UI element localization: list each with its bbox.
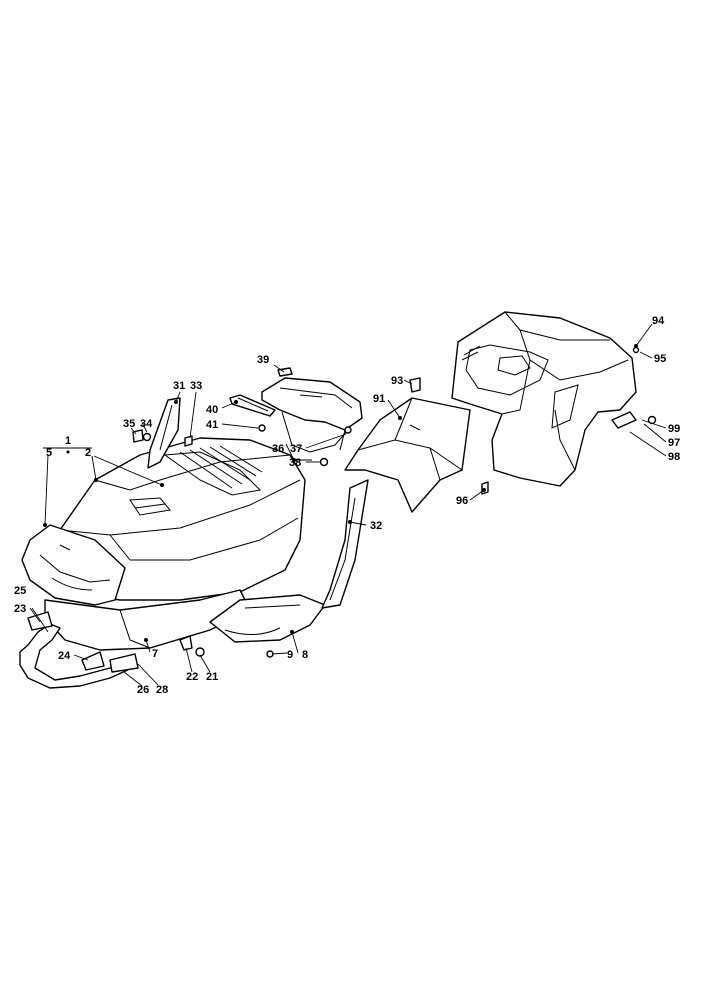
label-part-5: 5 — [46, 447, 52, 459]
part-38 — [319, 457, 329, 467]
part-34 — [142, 432, 152, 442]
small-hardware — [132, 346, 657, 658]
part-95 — [632, 346, 640, 354]
label-part-34: 34 — [140, 418, 153, 430]
label-part-99: 99 — [668, 423, 680, 435]
label-part-28: 28 — [156, 684, 168, 696]
label-part-7: 7 — [152, 648, 158, 660]
part-96 — [481, 481, 489, 495]
dashboard — [261, 377, 363, 451]
part-21 — [195, 647, 205, 657]
footrest — [209, 594, 326, 643]
lower-front-body — [44, 589, 251, 651]
label-part-22: 22 — [186, 671, 198, 683]
label-part-31: 31 — [173, 380, 185, 392]
label-part-35: 35 — [123, 418, 135, 430]
label-part-36: 36 — [272, 443, 284, 455]
label-part-24: 24 — [58, 650, 71, 662]
label-part-1: 1 — [65, 435, 71, 447]
label-part-40: 40 — [206, 404, 218, 416]
dash-support — [281, 411, 349, 453]
label-part-33: 33 — [190, 380, 202, 392]
label-part-32: 32 — [370, 520, 382, 532]
label-part-37: 37 — [290, 443, 302, 455]
label-part-98: 98 — [668, 451, 680, 463]
part-22 — [179, 635, 193, 651]
label-part-39: 39 — [257, 354, 269, 366]
label-part-41: 41 — [206, 419, 218, 431]
rear-fender — [451, 311, 637, 487]
part-37 — [344, 426, 352, 434]
part-41 — [258, 424, 266, 432]
reference-dots — [43, 344, 638, 642]
label-part-2: 2 — [85, 447, 91, 459]
rear-panel — [344, 397, 471, 513]
side-strip — [321, 479, 369, 609]
label-part-94: 94 — [652, 315, 665, 327]
label-part-8: 8 — [302, 649, 308, 661]
front-grille — [21, 524, 126, 606]
part-93 — [409, 377, 421, 393]
label-part-25: 25 — [14, 585, 26, 597]
label-part-23: 23 — [14, 603, 26, 615]
label-part-9: 9 — [287, 649, 293, 661]
front-bumper — [19, 611, 139, 689]
label-part-91: 91 — [373, 393, 385, 405]
label-part-26: 26 — [137, 684, 149, 696]
label-part-38: 38 — [289, 457, 301, 469]
label-part-96: 96 — [456, 495, 468, 507]
part-97 — [611, 411, 637, 429]
part-33 — [184, 435, 193, 447]
part-number-labels: 1 2 5 7 8 9 21 22 23 24 25 26 28 31 32 3… — [14, 315, 680, 696]
label-part-97: 97 — [668, 437, 680, 449]
pedal-bracket — [147, 397, 181, 469]
label-part-95: 95 — [654, 353, 666, 365]
label-part-93: 93 — [391, 375, 403, 387]
leader-lines — [29, 323, 667, 687]
rail — [229, 394, 276, 417]
label-part-21: 21 — [206, 671, 218, 683]
